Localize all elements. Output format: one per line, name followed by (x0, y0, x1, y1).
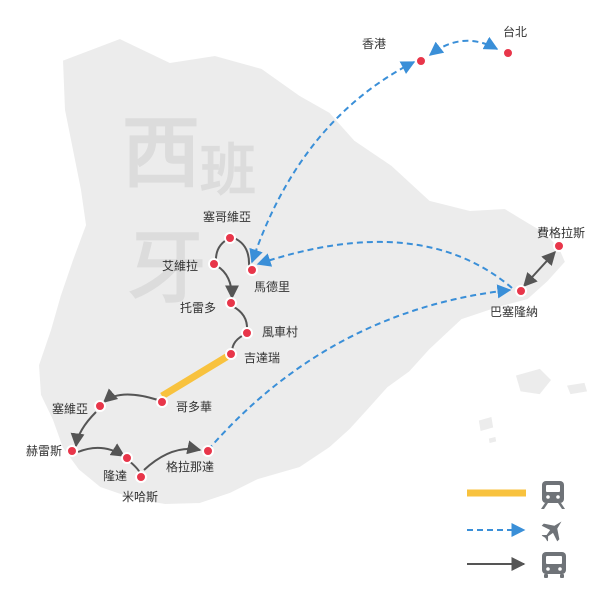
bus-route-cordoba-sevilla (102, 388, 159, 403)
label-jerez: 赫雷斯 (26, 444, 62, 458)
marker-jerez[interactable] (66, 445, 78, 457)
legend (467, 481, 566, 578)
bus-route-jerez-ronda (77, 443, 126, 457)
label-figueres: 費格拉斯 (537, 225, 585, 240)
label-granada: 格拉那達 (166, 459, 214, 474)
marker-mijas[interactable] (135, 471, 147, 483)
marker-figueres[interactable] (553, 240, 565, 252)
label-almagro: 吉達瑞 (244, 351, 280, 365)
menorca-island (564, 381, 589, 396)
formentera-island (487, 435, 498, 445)
marker-sevilla[interactable] (94, 400, 106, 412)
marker-avila[interactable] (208, 258, 220, 270)
label-sevilla: 塞維亞 (52, 401, 88, 416)
airplane-icon (541, 521, 562, 542)
flight-route-taipei-hongkong (428, 36, 499, 56)
marker-cordoba[interactable] (156, 396, 168, 408)
label-hongkong: 香港 (362, 37, 386, 51)
marker-ronda[interactable] (121, 452, 133, 464)
mallorca-island (514, 367, 554, 396)
label-segovia: 塞哥維亞 (203, 209, 251, 224)
train-icon (541, 481, 565, 509)
bus-route-avila-toledo (216, 265, 239, 300)
bus-icon (542, 552, 566, 578)
bus-route-sevilla-jerez (70, 411, 97, 448)
marker-madrid[interactable] (246, 264, 258, 276)
flight-route-barcelona-madrid (256, 240, 513, 289)
land-mass (36, 36, 568, 507)
bus-route-barcelona-figueres (523, 250, 556, 288)
label-consuegra: 風車村 (262, 325, 298, 339)
bus-route-segovia-madrid (233, 237, 251, 267)
flight-route-granada-barcelona (207, 284, 512, 451)
marker-hongkong[interactable] (415, 55, 427, 67)
label-toledo: 托雷多 (180, 301, 216, 315)
label-taipei: 台北 (503, 24, 527, 39)
label-madrid: 馬德里 (254, 279, 290, 294)
label-mijas: 米哈斯 (122, 490, 158, 504)
watermark-char-3: 牙 (128, 224, 206, 314)
train-route-cordoba-almagro (160, 353, 230, 399)
watermark-char-2: 班 (200, 139, 256, 204)
label-ronda: 隆達 (103, 468, 127, 483)
city-markers (66, 47, 565, 483)
marker-granada[interactable] (202, 445, 214, 457)
label-cordoba: 哥多華 (176, 400, 212, 414)
marker-segovia[interactable] (224, 232, 236, 244)
label-avila: 艾維拉 (162, 258, 198, 273)
marker-barcelona[interactable] (515, 285, 527, 297)
watermark-char-1: 西 (122, 109, 200, 199)
marker-almagro[interactable] (225, 348, 237, 360)
marker-consuegra[interactable] (241, 327, 253, 339)
ibiza-island (477, 415, 495, 433)
marker-toledo[interactable] (225, 297, 237, 309)
marker-taipei[interactable] (502, 47, 514, 59)
label-barcelona: 巴塞隆納 (490, 304, 538, 319)
flight-route-hongkong-madrid (249, 61, 416, 264)
bus-route-mijas-granada (143, 440, 202, 471)
